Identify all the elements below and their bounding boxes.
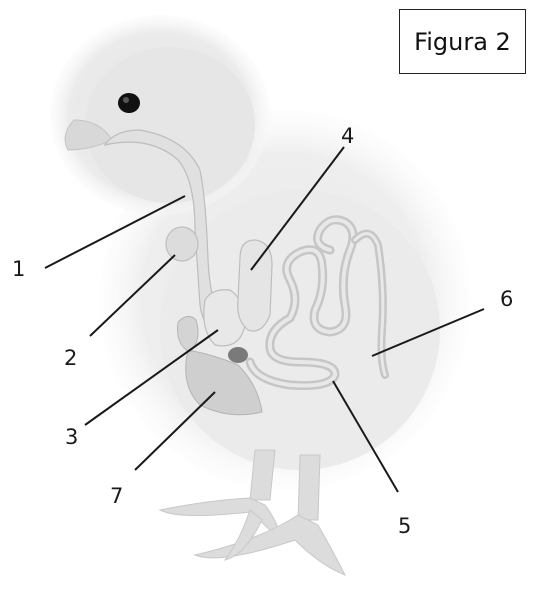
gizzard — [238, 240, 272, 331]
figure-label: Figura 2 — [414, 28, 511, 56]
label-5: 5 — [398, 516, 411, 537]
crop — [166, 227, 198, 261]
label-2: 2 — [64, 348, 77, 369]
label-6: 6 — [500, 289, 513, 310]
gall-bladder — [228, 347, 248, 363]
label-7: 7 — [110, 486, 123, 507]
eye — [118, 93, 140, 113]
label-4: 4 — [341, 126, 354, 147]
label-3: 3 — [65, 427, 78, 448]
label-1: 1 — [12, 259, 25, 280]
figure-label-box: Figura 2 — [399, 9, 526, 74]
